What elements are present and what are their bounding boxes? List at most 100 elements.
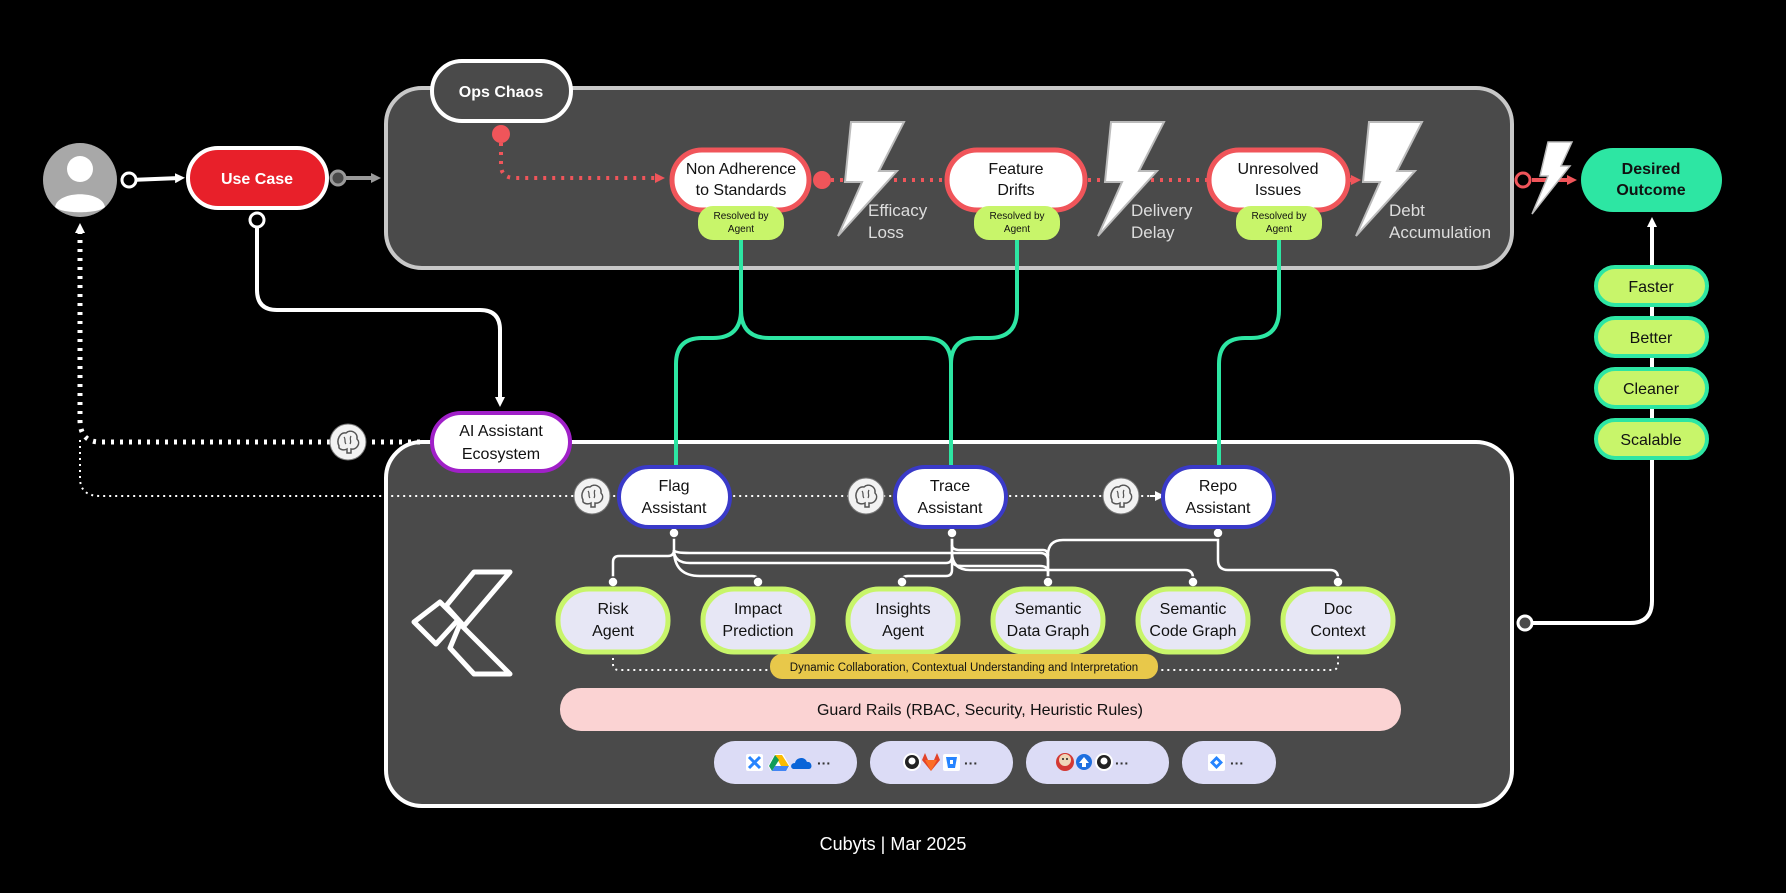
integration-group-ci[interactable]: ··· (1026, 741, 1169, 784)
assistant-line1: Repo (1199, 478, 1237, 495)
impact-prediction-pill[interactable]: Impact Prediction (700, 586, 816, 655)
guard-rails-bar: Guard Rails (RBAC, Security, Heuristic R… (560, 688, 1401, 731)
assistant-line1: Flag (658, 478, 689, 495)
resolved-badge: Resolved by Agent (698, 206, 784, 240)
more-icon: ··· (964, 755, 978, 771)
quality-better: Better (1594, 316, 1709, 358)
issue-line1: Feature (988, 161, 1043, 178)
issue-line2: to Standards (696, 182, 787, 199)
issue-line1: Unresolved (1238, 161, 1319, 178)
resolution-lines (674, 236, 1281, 468)
agent-line2: Prediction (722, 623, 793, 640)
semantic-data-graph-pill[interactable]: Semantic Data Graph (990, 586, 1106, 655)
brain-icon (847, 477, 885, 515)
issue-unresolved[interactable]: Unresolved Issues (1206, 147, 1351, 213)
lightning-icon (1531, 141, 1574, 215)
insights-agent-pill[interactable]: Insights Agent (845, 586, 961, 655)
impact-line2: Accumulation (1389, 223, 1491, 242)
footer-credit: Cubyts | Mar 2025 (820, 834, 967, 854)
badge-line1: Resolved by (1251, 211, 1306, 222)
integration-group-repos[interactable]: ··· (870, 741, 1013, 784)
issue-line1: Non Adherence (686, 161, 796, 178)
outcome-line1: Desired (1622, 161, 1681, 178)
guard-rails-label: Guard Rails (RBAC, Security, Heuristic R… (817, 702, 1143, 719)
badge-line2: Agent (1004, 224, 1030, 235)
gitlab-icon (922, 753, 940, 771)
ecosystem-line1: AI Assistant (459, 423, 543, 440)
ecosystem-line2: Ecosystem (462, 446, 540, 463)
brain-icon (329, 423, 367, 461)
integration-group-tickets[interactable]: ··· (1182, 741, 1276, 784)
more-icon: ··· (1115, 755, 1129, 771)
brain-icon (573, 477, 611, 515)
lightning-icon (1097, 121, 1166, 237)
usecase-to-ecosystem-arrow (255, 222, 505, 407)
issue-line2: Drifts (997, 182, 1034, 199)
github-icon (903, 753, 921, 771)
more-icon: ··· (817, 755, 831, 771)
jira-icon (1208, 754, 1225, 771)
agent-line2: Agent (882, 623, 924, 640)
assistant-line1: Trace (930, 478, 970, 495)
doc-context-pill[interactable]: Doc Context (1280, 586, 1396, 655)
google-drive-icon (768, 754, 790, 771)
quality-cleaner: Cleaner (1594, 367, 1709, 409)
quality-label: Better (1630, 330, 1673, 347)
trace-assistant-pill[interactable]: Trace Assistant (893, 465, 1008, 529)
issue-non-adherence[interactable]: Non Adherence to Standards (669, 147, 812, 213)
argo-icon (1076, 754, 1092, 770)
onedrive-icon (791, 757, 812, 769)
ai-assistant-ecosystem-pill[interactable]: AI Assistant Ecosystem (430, 411, 572, 473)
github-actions-icon (1095, 753, 1113, 771)
integration-group-docs[interactable]: ··· (714, 741, 857, 784)
assistant-line2: Assistant (1186, 500, 1251, 517)
semantic-code-graph-pill[interactable]: Semantic Code Graph (1135, 586, 1251, 655)
desired-outcome-pill[interactable]: Desired Outcome (1581, 148, 1722, 212)
issue-feature-drifts[interactable]: Feature Drifts (944, 147, 1088, 213)
impact-line2: Loss (868, 223, 904, 242)
agent-tree-lines (611, 533, 1340, 582)
badge-line1: Resolved by (989, 211, 1044, 222)
agent-line1: Risk (597, 601, 629, 618)
lightning-icon (837, 121, 906, 237)
quality-label: Scalable (1620, 432, 1681, 449)
resolved-badge: Resolved by Agent (1236, 206, 1322, 240)
collaboration-pill: Dynamic Collaboration, Contextual Unders… (770, 654, 1158, 679)
badge-line1: Resolved by (713, 211, 768, 222)
agent-line2: Data Graph (1007, 623, 1090, 640)
bitbucket-icon (943, 754, 960, 771)
resolved-badge: Resolved by Agent (974, 206, 1060, 240)
brain-icon (1102, 477, 1140, 515)
jenkins-icon (1056, 753, 1074, 771)
lightning-icon (1355, 121, 1424, 237)
badge-line2: Agent (1266, 224, 1292, 235)
collaboration-label: Dynamic Collaboration, Contextual Unders… (790, 662, 1138, 674)
ecosystem-to-outcome-arrow (1527, 217, 1657, 625)
agent-line1: Semantic (1015, 601, 1082, 618)
agent-line1: Semantic (1160, 601, 1227, 618)
issue-line2: Issues (1255, 182, 1301, 199)
impact-line1: Debt (1389, 201, 1425, 220)
user-to-usecase-arrow (129, 173, 185, 184)
ops-chaos-pill[interactable]: Ops Chaos (430, 59, 573, 123)
user-avatar[interactable] (43, 143, 117, 217)
quality-label: Cleaner (1623, 381, 1680, 398)
use-case-label: Use Case (221, 171, 293, 188)
ops-chaos-label: Ops Chaos (459, 84, 544, 101)
confluence-icon (746, 754, 763, 771)
agent-line2: Agent (592, 623, 634, 640)
quality-label: Faster (1628, 279, 1674, 296)
badge-line2: Agent (728, 224, 754, 235)
flag-assistant-pill[interactable]: Flag Assistant (617, 465, 732, 529)
outcome-line2: Outcome (1616, 182, 1685, 199)
cubyts-logo (411, 569, 513, 677)
risk-agent-pill[interactable]: Risk Agent (555, 586, 671, 655)
impact-line2: Delay (1131, 223, 1175, 242)
agent-line1: Impact (734, 601, 783, 618)
assistant-line2: Assistant (918, 500, 983, 517)
quality-faster: Faster (1594, 265, 1709, 307)
agent-line1: Doc (1324, 601, 1352, 618)
repo-assistant-pill[interactable]: Repo Assistant (1161, 465, 1276, 529)
use-case-pill[interactable]: Use Case (186, 146, 329, 210)
